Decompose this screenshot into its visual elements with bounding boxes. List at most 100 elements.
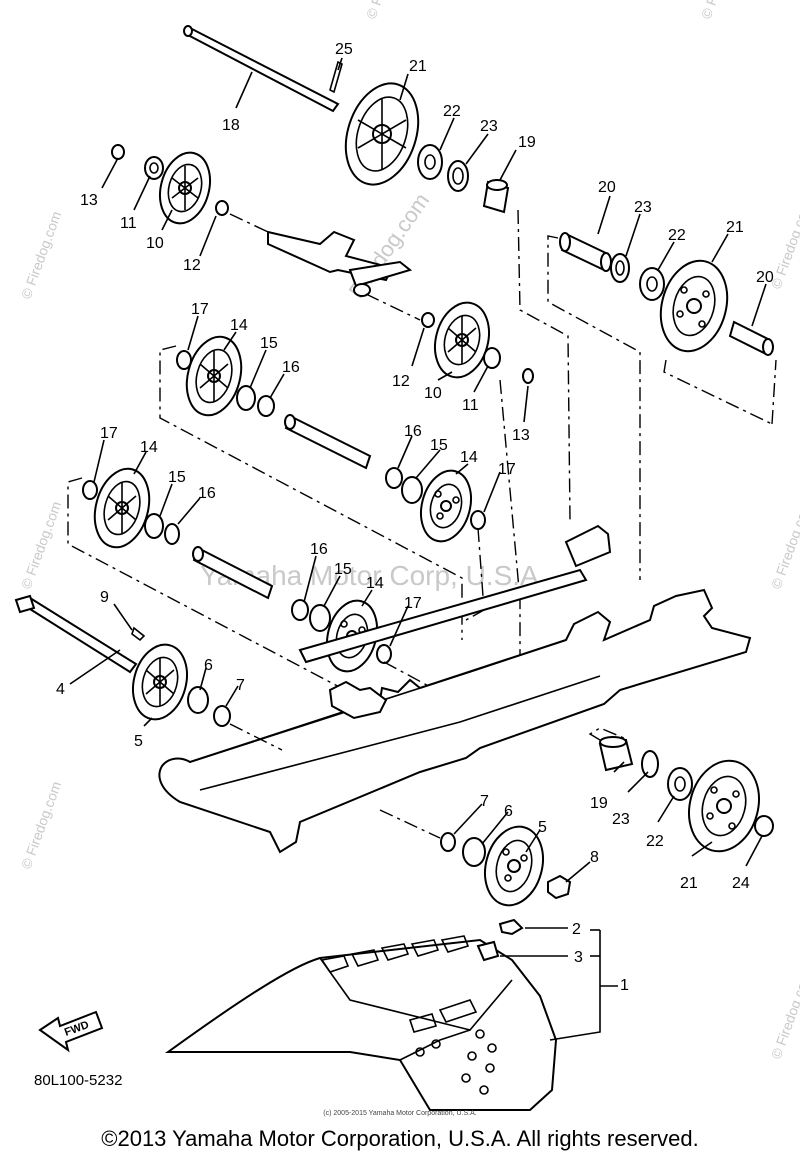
washer-17-b [470,510,486,530]
callout-5-left: 5 [134,733,143,750]
callout-22-lower: 22 [646,833,664,850]
callout-14-b: 14 [460,449,478,466]
collar-16-b [385,467,403,489]
cross-bracket [267,230,413,297]
spacer-20-upper [559,232,612,272]
slide-rail-bracket-upper [328,524,612,720]
callout-2: 2 [572,921,581,938]
watermark-firedog-left-3: © Firedog.com [18,779,65,871]
leader-lines [69,57,767,1041]
watermark-firedog-right-2: © Firedog.com [768,499,800,591]
axle-middle [192,546,274,600]
wheel-5-right [484,825,544,907]
callout-3: 3 [574,949,583,966]
wheel-10-top [159,151,211,225]
rail-crossbar [298,568,588,664]
callout-12-lower: 12 [392,373,410,390]
collar-23-lower [641,750,659,778]
bearing-6-right [462,837,486,867]
spacer-20-lower [728,320,774,356]
washer-17-a [176,350,192,370]
wheel-21-top [344,82,420,186]
nut-8 [547,874,572,900]
callout-17-c: 17 [100,425,118,442]
callout-4: 4 [56,681,65,698]
callout-23-top: 23 [480,118,498,135]
callout-9: 9 [100,589,109,606]
wheel-10-lower [434,301,490,379]
axle-18 [183,25,340,113]
cap-13-lower [522,368,534,384]
callout-15-b: 15 [430,437,448,454]
diagram-code: 80L100-5232 [34,1072,123,1089]
callout-17-b: 17 [498,461,516,478]
callout-17-d: 17 [404,595,422,612]
callout-1: 1 [620,977,629,994]
callout-25: 25 [335,41,353,58]
wheel-14-a [185,335,243,417]
pin-25 [329,60,343,94]
callout-6-right: 6 [504,803,513,820]
callout-6-left: 6 [204,657,213,674]
callout-7-right: 7 [480,793,489,810]
callout-22-right: 22 [668,227,686,244]
callout-21-right: 21 [726,219,744,236]
track-clip-3 [476,940,500,962]
bearing-11-top [144,156,164,180]
wheel-14-c [93,467,151,549]
spacer-19-top [482,179,510,214]
wheel-21-lower [688,759,760,853]
callout-12-top: 12 [183,257,201,274]
callout-15-a: 15 [260,335,278,352]
callout-19-top: 19 [518,134,536,151]
cap-12-top [215,200,229,216]
collar-23-top [447,160,469,192]
callout-16-c: 16 [198,485,216,502]
track-1 [164,935,558,1111]
watermark-firedog-top-1: © Firedog.com [363,0,410,21]
wheel-5-left [132,643,188,721]
callout-16-d: 16 [310,541,328,558]
callout-17-a: 17 [191,301,209,318]
collar-23-right [610,253,630,283]
callout-14-d: 14 [366,575,384,592]
callout-16-a: 16 [282,359,300,376]
callout-15-c: 15 [168,469,186,486]
callout-5-right: 5 [538,819,547,836]
callout-20-upper: 20 [598,179,616,196]
callout-20-lower: 20 [756,269,774,286]
callout-23-right: 23 [634,199,652,216]
callout-16-b: 16 [404,423,422,440]
callout-10-top: 10 [146,235,164,252]
collar-16-c [164,523,180,545]
bearing-22-right [639,267,665,301]
axle-4 [14,594,138,674]
callout-21-lower: 21 [680,875,698,892]
bearing-15-a [236,385,256,411]
track-clip-2 [498,918,524,936]
watermark-firedog-right-3: © Firedog.com [768,969,800,1061]
fwd-arrow-icon: FWD [38,1010,104,1053]
callout-15-d: 15 [334,561,352,578]
copyright-notice: ©2013 Yamaha Motor Corporation, U.S.A. A… [101,1126,699,1151]
callout-8: 8 [590,849,599,866]
callout-11-lower: 11 [462,397,479,414]
callout-18: 18 [222,117,240,134]
bearing-11-lower [483,347,501,369]
axle-upper [284,414,372,470]
bearing-6-left [187,686,209,714]
spacer-19-lower [598,736,634,772]
callout-19-lower: 19 [590,795,608,812]
cap-13-top [111,144,125,160]
callout-24: 24 [732,875,750,892]
wheel-14-b [420,469,472,543]
watermark-firedog-left-2: © Firedog.com [18,499,65,591]
callout-22-top: 22 [443,103,461,120]
callout-10-lower: 10 [424,385,442,402]
bolt-9 [131,626,146,642]
callout-11-top: 11 [120,215,137,232]
bearing-15-d [309,604,331,632]
callout-13-top: 13 [80,192,98,209]
collar-16-d [291,599,309,621]
